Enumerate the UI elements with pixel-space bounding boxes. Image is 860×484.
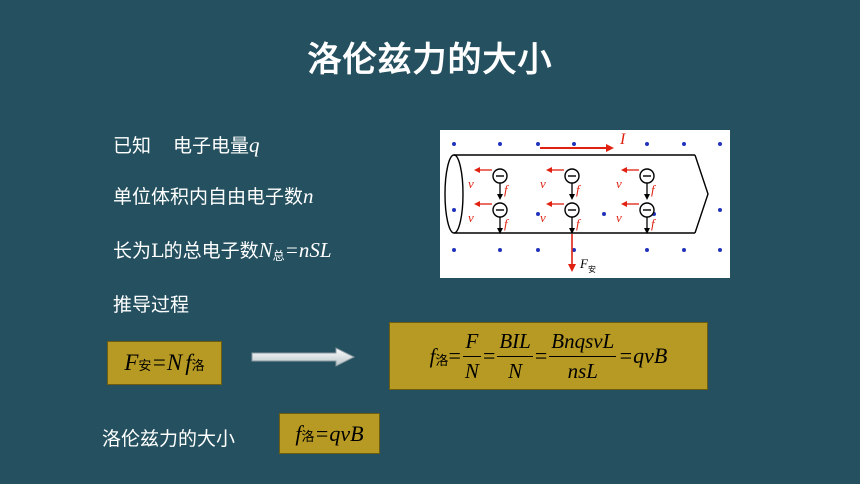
electron-group-6 [621, 201, 655, 234]
force-label: f [576, 182, 582, 197]
electron-group-3 [621, 167, 655, 200]
known-line: 已知电子电量q [113, 131, 260, 158]
total-rhs: =nSL [284, 238, 332, 262]
known-item: 电子电量 [173, 135, 250, 157]
electron-group-2 [546, 167, 580, 200]
wire-figure: I [440, 130, 730, 278]
total-force-sub: 安 [588, 264, 596, 274]
conductor-cylinder [444, 154, 709, 234]
velocity-label: v [468, 176, 474, 191]
wire-diagram: I [444, 131, 722, 274]
equals-sign: = [482, 343, 496, 368]
total-sub: 总 [272, 249, 285, 263]
total-sym: N [258, 238, 273, 262]
field-dots [452, 142, 722, 252]
F-symbol: F [124, 350, 139, 375]
F-sub: 安 [138, 359, 152, 374]
force-label: f [651, 216, 657, 231]
velocity-label: v [540, 210, 546, 225]
current-arrow [540, 144, 614, 152]
density-text: 单位体积内自由电子数 [113, 186, 304, 208]
velocity-label: v [540, 176, 546, 191]
result-label: 洛伦兹力的大小 [102, 428, 236, 450]
equals-sign: = [534, 343, 548, 368]
equals-sign: = [448, 343, 461, 368]
eq-N: =N [151, 350, 183, 375]
force-label: f [504, 216, 510, 231]
derivation-arrow [251, 347, 356, 367]
velocity-label: v [616, 210, 622, 225]
force-label: f [504, 182, 510, 197]
force-label: f [651, 182, 657, 197]
f-symbol: f [185, 350, 192, 375]
f-symbol: f [295, 421, 302, 446]
current-label: I [619, 131, 626, 148]
total-line: 长为L的总电子数N总=nSL [113, 236, 332, 264]
formula-box-result: f洛=qvB [279, 413, 380, 454]
f-sub: 洛 [191, 359, 205, 374]
total-force-label: F [579, 256, 589, 271]
total-prefix: 长为L的总电子数 [113, 240, 259, 262]
velocity-label: v [468, 210, 474, 225]
density-line: 单位体积内自由电子数n [113, 182, 314, 209]
derive-label: 推导过程 [113, 294, 190, 316]
total-force-arrow [568, 234, 576, 272]
electron-group-4 [474, 201, 508, 234]
result-qvB: =qvB [618, 343, 668, 368]
force-label: f [576, 216, 582, 231]
f-sub: 洛 [301, 430, 315, 445]
known-label: 已知 [113, 135, 152, 157]
electron-group-1 [474, 167, 508, 200]
f-symbol: f [429, 343, 436, 368]
page-title: 洛伦兹力的大小 [307, 40, 553, 80]
f-sub: 洛 [435, 354, 449, 369]
charge-var: q [249, 133, 260, 157]
density-var: n [303, 184, 314, 208]
electron-group-5 [546, 201, 580, 234]
result-qvB: =qvB [314, 421, 364, 446]
velocity-label: v [616, 176, 622, 191]
